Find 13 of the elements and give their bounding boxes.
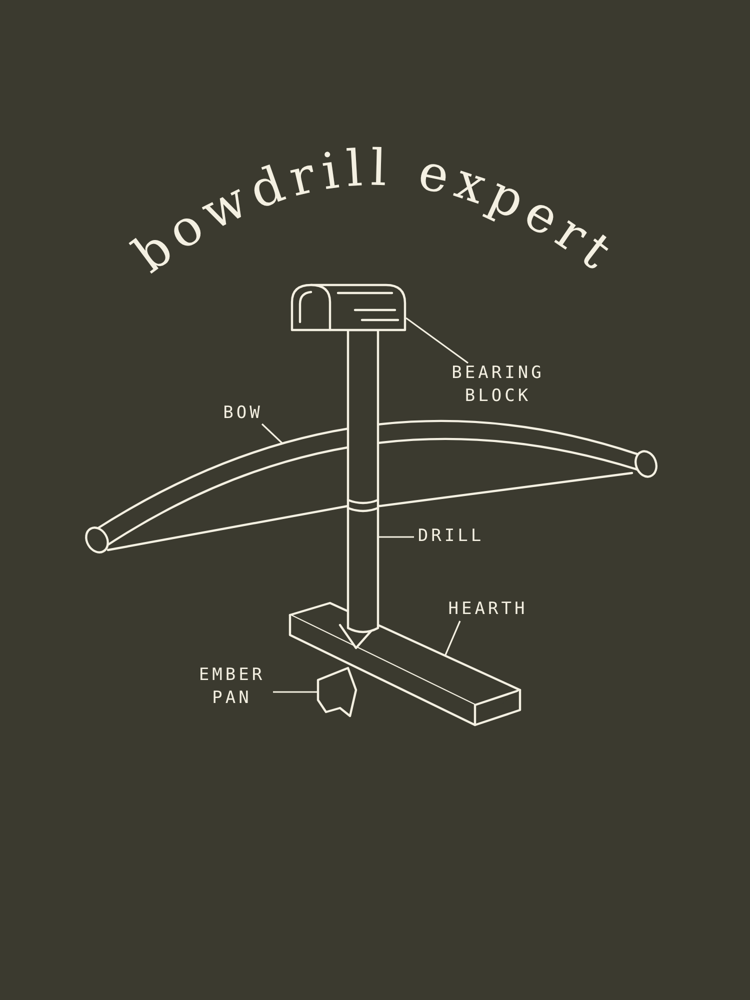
bow-drawing [85, 420, 658, 554]
leader-line [406, 317, 468, 364]
part-label: BOW [213, 402, 273, 425]
leader-line [261, 423, 283, 444]
bearing-block-drawing [290, 284, 406, 332]
part-label: DRILL [416, 525, 486, 548]
leader-line [379, 536, 414, 538]
part-label: HEARTH [438, 598, 538, 621]
part-label: BEARING BLOCK [438, 362, 558, 408]
leader-line [273, 691, 318, 693]
ember-pan-drawing [316, 666, 358, 718]
part-label: EMBER PAN [190, 664, 274, 710]
leader-line [444, 620, 461, 656]
